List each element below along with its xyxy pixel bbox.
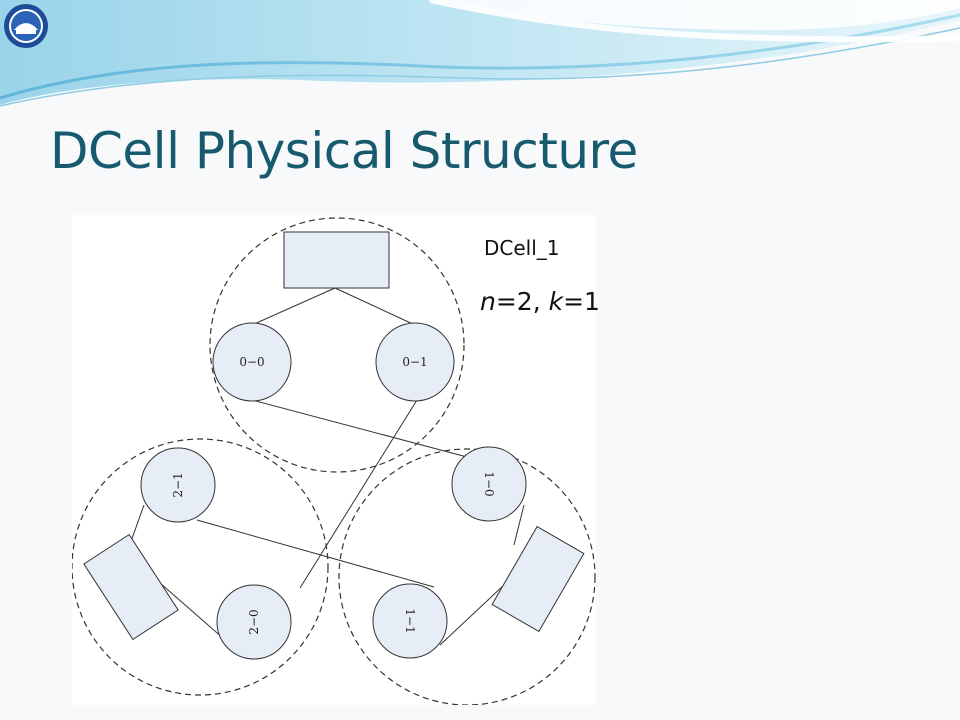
server-2-0: 2−0 [216,584,292,660]
cell-0-boundary [209,217,465,473]
server-1-0: 1−0 [451,446,527,522]
param-k-var: k [548,287,564,316]
server-0-1-label: 0−1 [402,355,427,369]
param-n-var: n [480,287,496,316]
param-k-val: =1 [563,287,600,316]
switch-2 [83,533,179,641]
link-01-20 [299,399,418,589]
link-00-10 [251,399,468,458]
link-switch2-20 [159,582,225,640]
caption-parameters: n=2, k=1 [480,287,600,316]
link-switch1-10 [513,504,525,546]
switch-0 [283,231,390,289]
server-0-0: 0−0 [212,322,292,402]
server-1-1: 1−1 [372,583,448,659]
slide-title: DCell Physical Structure [50,122,638,180]
dcell-diagram-svg: 0−0 0−1 1−0 1−1 2−0 2−1 [72,217,596,705]
dcell-diagram: 0−0 0−1 1−0 1−1 2−0 2−1 [72,215,596,705]
university-logo-icon [4,4,48,48]
caption-dcell-level: DCell_1 [484,236,560,260]
cell-1-boundary [338,448,596,705]
server-1-0-label: 1−0 [482,471,496,496]
server-0-0-label: 0−0 [239,355,264,369]
server-1-1-label: 1−1 [403,608,417,633]
link-switch0-01 [334,287,416,326]
cell-2-boundary [72,438,329,696]
link-switch0-00 [251,287,336,326]
switch-1 [491,525,585,633]
param-n-val: =2, [495,287,549,316]
server-2-1: 2−1 [140,447,216,523]
server-0-1: 0−1 [375,322,455,402]
link-21-11 [196,519,435,588]
server-2-0-label: 2−0 [247,609,261,634]
link-switch1-11 [439,584,505,646]
header-wave [0,0,960,107]
server-2-1-label: 2−1 [171,472,185,497]
